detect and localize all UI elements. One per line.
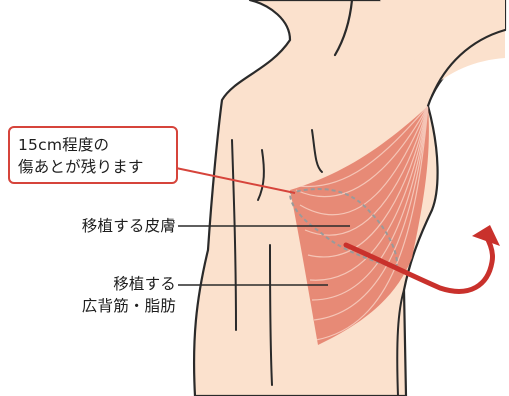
label-muscle-line-2: 広背筋・脂肪 [40, 295, 176, 317]
scar-callout: 15cm程度の 傷あとが残ります [8, 126, 178, 184]
callout-line-1: 15cm程度の [18, 134, 168, 156]
label-skin: 移植する皮膚 [52, 215, 176, 237]
label-muscle: 移植する 広背筋・脂肪 [40, 273, 176, 317]
label-muscle-line-1: 移植する [40, 273, 176, 295]
callout-line-2: 傷あとが残ります [18, 156, 168, 178]
arrow-head-icon [472, 225, 500, 246]
